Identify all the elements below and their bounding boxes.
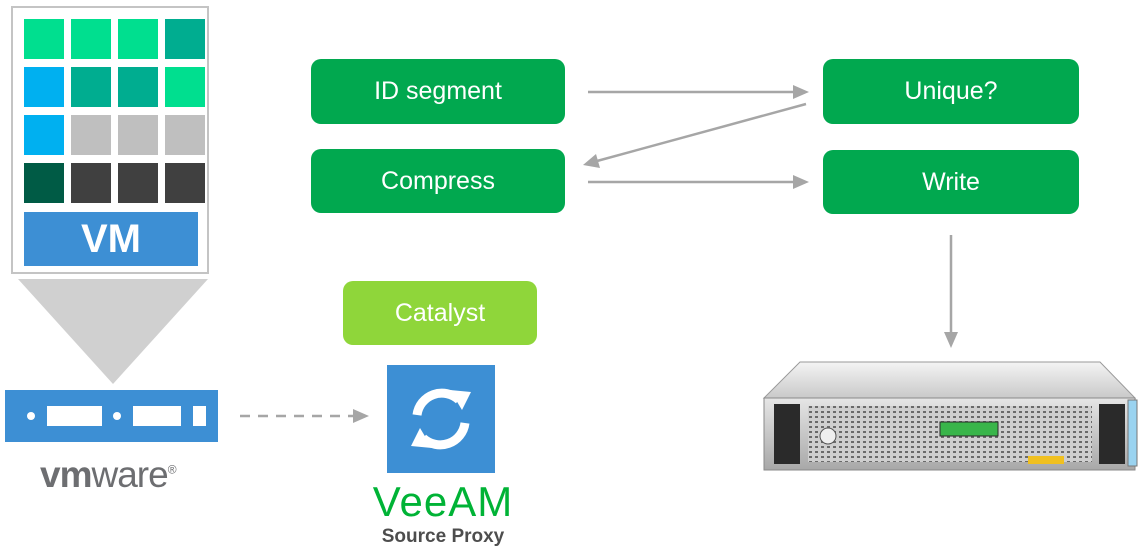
write-step: Write xyxy=(823,150,1079,214)
veeam-proxy-tile xyxy=(387,365,495,473)
vmware-logo-rest: ware xyxy=(91,454,168,495)
source-proxy-label: Source Proxy xyxy=(381,526,505,547)
catalyst-label: Catalyst xyxy=(343,281,537,345)
vm-funnel xyxy=(18,279,208,384)
vm-block-cell xyxy=(24,67,64,107)
unique-check-step: Unique? xyxy=(823,59,1079,124)
vm-block-cell xyxy=(165,19,205,59)
vm-panel: VM xyxy=(11,6,209,274)
vm-block-cell xyxy=(71,19,111,59)
vm-block-cell xyxy=(71,115,111,155)
vmware-registered-mark: ® xyxy=(167,462,177,477)
arrow-unique-to-compress xyxy=(583,102,807,168)
vm-block-cell xyxy=(71,67,111,107)
vm-block-cell xyxy=(165,67,205,107)
arrow-write-to-storage xyxy=(944,235,958,348)
esxi-host-icon xyxy=(5,390,218,442)
compress-step: Compress xyxy=(311,149,565,213)
veeam-logo: VeeAM xyxy=(372,478,514,525)
vm-block-cell xyxy=(24,19,64,59)
vm-block-cell xyxy=(24,163,64,203)
vm-block-cell xyxy=(24,115,64,155)
vmware-logo-bold: vm xyxy=(40,454,92,495)
vm-block-cell xyxy=(118,19,158,59)
arrow-id-to-unique xyxy=(588,85,809,99)
vm-label: VM xyxy=(24,212,198,266)
id-segment-step: ID segment xyxy=(311,59,565,124)
sync-icon xyxy=(411,388,471,450)
vm-block-cell xyxy=(71,163,111,203)
vm-block-cell xyxy=(165,115,205,155)
vmware-logo: vmware® xyxy=(40,454,177,496)
storeonce-appliance-icon xyxy=(762,361,1138,471)
host-to-proxy-arrow xyxy=(240,409,369,423)
vm-block-cell xyxy=(165,163,205,203)
vm-block-cell xyxy=(118,67,158,107)
vm-block-cell xyxy=(118,115,158,155)
vm-block-cell xyxy=(118,163,158,203)
arrow-compress-to-write xyxy=(588,175,809,189)
